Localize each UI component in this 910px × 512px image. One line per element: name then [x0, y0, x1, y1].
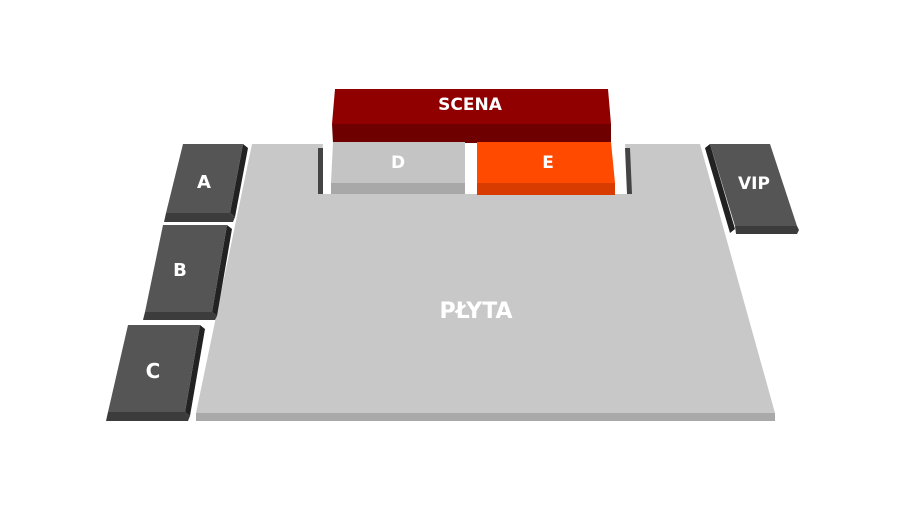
section-vip-front-face: [735, 226, 799, 234]
section-e-top-face: [477, 142, 615, 183]
plyta-top-face: [196, 144, 775, 413]
stage: SCENA: [332, 89, 611, 143]
section-c-top-face: [108, 325, 200, 412]
stage-front-face: [332, 124, 611, 143]
plyta-notch-edge-left: [318, 148, 323, 194]
section-c[interactable]: C: [106, 325, 205, 421]
section-a-top-face: [166, 144, 243, 213]
section-d-top-face: [331, 142, 465, 183]
section-e-label: E: [542, 153, 554, 173]
section-e[interactable]: E: [477, 142, 615, 195]
section-a-front-face: [164, 213, 235, 222]
stage-top-face: [332, 89, 611, 124]
plyta-notch-edge-right: [625, 148, 632, 194]
section-plyta[interactable]: PŁYTA: [196, 144, 775, 421]
section-c-label: C: [146, 359, 161, 383]
section-d[interactable]: D: [331, 142, 465, 194]
section-vip-label: VIP: [738, 174, 770, 194]
stage-label: SCENA: [438, 95, 503, 115]
section-a-label: A: [197, 172, 211, 193]
section-vip[interactable]: VIP: [705, 144, 799, 234]
section-a[interactable]: A: [164, 144, 248, 222]
plyta-label: PŁYTA: [439, 299, 512, 324]
section-b-side-face: [212, 225, 232, 316]
section-d-front-face: [331, 183, 465, 194]
section-b-top-face: [145, 225, 227, 312]
section-b-label: B: [173, 260, 187, 281]
section-d-label: D: [391, 153, 405, 173]
section-b[interactable]: B: [143, 225, 232, 320]
section-b-front-face: [143, 312, 217, 320]
section-e-front-face: [477, 183, 615, 195]
plyta-front-face: [196, 413, 775, 421]
section-vip-side-face: [705, 144, 735, 233]
section-c-front-face: [106, 412, 190, 421]
section-c-side-face: [185, 325, 205, 416]
section-vip-top-face: [710, 144, 797, 226]
section-a-side-face: [230, 144, 248, 217]
